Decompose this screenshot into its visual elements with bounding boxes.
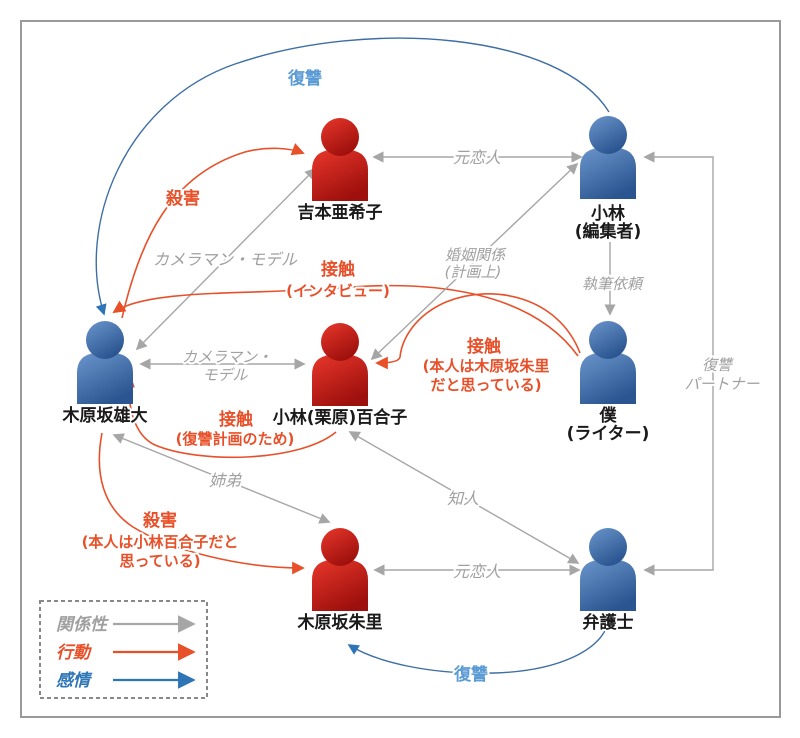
relation-label-contact-mistaken-1: 接触: [467, 336, 501, 357]
relation-label-murder-mistaken-1: 殺害: [142, 510, 177, 531]
relation-line-murder-yudai-to-akiko: [121, 143, 305, 319]
person-icon-kiharazaka-yudai: [77, 321, 133, 404]
person-label-kobayashi-yuriko: 小林(栗原)百合子: [273, 407, 408, 428]
person-label-kiharazaka-yudai: 木原坂雄大: [62, 405, 148, 426]
legend-label-emotion: 感情: [56, 671, 93, 691]
relation-label-contact-plan-1: 接触: [219, 409, 253, 430]
person-icon-boku-writer: [580, 321, 636, 404]
person-label-kobayashi-role: (編集者): [575, 221, 642, 242]
relation-label-exlovers-bottom: 元恋人: [453, 562, 501, 581]
person-icon-kobayashi-editor: [580, 116, 636, 199]
person-icon-kiharazaka-akari: [312, 528, 368, 611]
person-icon-kobayashi-yuriko: [312, 323, 368, 406]
relation-label-contact-plan-2: (復讐計画のため): [176, 430, 295, 448]
relation-label-marriage-2: (計画上): [445, 263, 502, 281]
relation-label-writing-request: 執筆依頼: [582, 275, 645, 293]
relation-label-revenge-partner-2: パートナー: [684, 375, 760, 393]
person-label-boku: 僕: [599, 405, 618, 426]
relation-label-murder-top: 殺害: [165, 188, 200, 209]
relation-label-cameraman-model-h2: モデル: [202, 366, 248, 384]
person-label-yoshimoto-akiko: 吉本亜希子: [298, 202, 383, 223]
relation-line-marriage-yuriko-editor: [370, 162, 579, 361]
relation-line-revenge-lawyer-to-akari: [347, 619, 610, 674]
relation-line-revenge-partner-editor-lawyer: [643, 151, 714, 576]
person-label-kobayashi: 小林: [591, 203, 625, 224]
relation-line-revenge-editor-to-yudai: [95, 37, 610, 316]
relation-line-siblings-yudai-akari: [112, 433, 331, 524]
legend-label-relationship: 関係性: [56, 615, 109, 635]
relation-label-revenge-bottom: 復讐: [453, 664, 488, 685]
relation-label-contact-mistaken-3: だと思っている): [430, 376, 541, 394]
relation-label-cameraman-model-diagonal: カメラマン・モデル: [153, 250, 298, 269]
legend-box: [39, 600, 208, 699]
relation-label-murder-mistaken-3: 思っている): [119, 552, 200, 570]
relation-label-siblings: 姉弟: [209, 471, 242, 490]
relation-line-cameraman-model-yudai-akiko: [135, 167, 317, 351]
relation-label-contact-interview-1: 接触: [321, 259, 355, 280]
person-label-lawyer: 弁護士: [583, 612, 634, 633]
relation-label-cameraman-model-h1: カメラマン・: [182, 348, 272, 366]
relation-label-contact-mistaken-2: (本人は木原坂朱里: [423, 357, 550, 375]
legend-label-action: 行動: [56, 643, 92, 663]
relation-label-revenge-partner-1: 復讐: [702, 356, 734, 374]
legend: 関係性 行動 感情: [39, 600, 208, 699]
relation-label-revenge-top: 復讐: [287, 68, 322, 89]
relation-line-acquaintance-yuriko-lawyer: [348, 431, 580, 564]
relation-label-contact-interview-2: (インタビュー): [286, 282, 390, 300]
relation-line-contact-mistaken-boku-to-yuriko: [375, 293, 581, 370]
relation-label-marriage-1: 婚姻関係: [445, 246, 507, 264]
diagram-border: [20, 20, 781, 718]
person-label-kiharazaka-akari: 木原坂朱里: [297, 612, 383, 633]
relation-label-acquaintance: 知人: [447, 489, 479, 508]
person-label-boku-role: (ライター): [567, 424, 650, 444]
person-icon-yoshimoto-akiko: [312, 118, 368, 201]
person-icon-lawyer: [580, 528, 636, 611]
relation-label-exlovers-top: 元恋人: [453, 148, 501, 167]
relation-line-murder-mistaken-yudai-to-akari: [98, 432, 305, 575]
relation-label-murder-mistaken-2: (本人は小林百合子だと: [82, 533, 239, 551]
